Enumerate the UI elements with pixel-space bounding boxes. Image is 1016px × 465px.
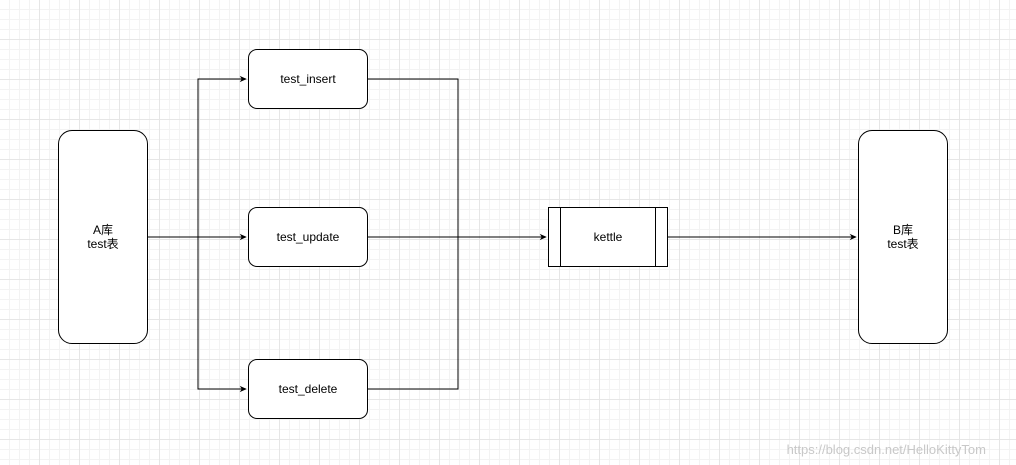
kettle-left-bar bbox=[560, 208, 561, 266]
target-database-node[interactable]: B库 test表 bbox=[858, 130, 948, 344]
test-insert-node[interactable]: test_insert bbox=[248, 49, 368, 109]
kettle-right-bar bbox=[655, 208, 656, 266]
test-insert-label: test_insert bbox=[280, 72, 336, 86]
kettle-process-node[interactable]: kettle bbox=[548, 207, 668, 267]
test-update-label: test_update bbox=[276, 230, 340, 244]
test-delete-label: test_delete bbox=[278, 382, 338, 396]
test-update-node[interactable]: test_update bbox=[248, 207, 368, 267]
edge-a-to-test-delete bbox=[197, 237, 247, 393]
test-delete-node[interactable]: test_delete bbox=[248, 359, 368, 419]
watermark-url: https://blog.csdn.net/HelloKittyTom bbox=[786, 442, 986, 457]
target-table-name: test表 bbox=[887, 237, 919, 251]
edge-test-insert-to-merge bbox=[368, 78, 459, 237]
edge-test-delete-to-merge bbox=[368, 237, 459, 390]
source-database-node[interactable]: A库 test表 bbox=[58, 130, 148, 344]
target-database-name: B库 bbox=[892, 223, 913, 237]
source-table-name: test表 bbox=[87, 237, 119, 251]
source-database-name: A库 bbox=[92, 223, 113, 237]
kettle-label: kettle bbox=[593, 230, 623, 244]
edge-a-to-test-insert bbox=[197, 75, 247, 237]
